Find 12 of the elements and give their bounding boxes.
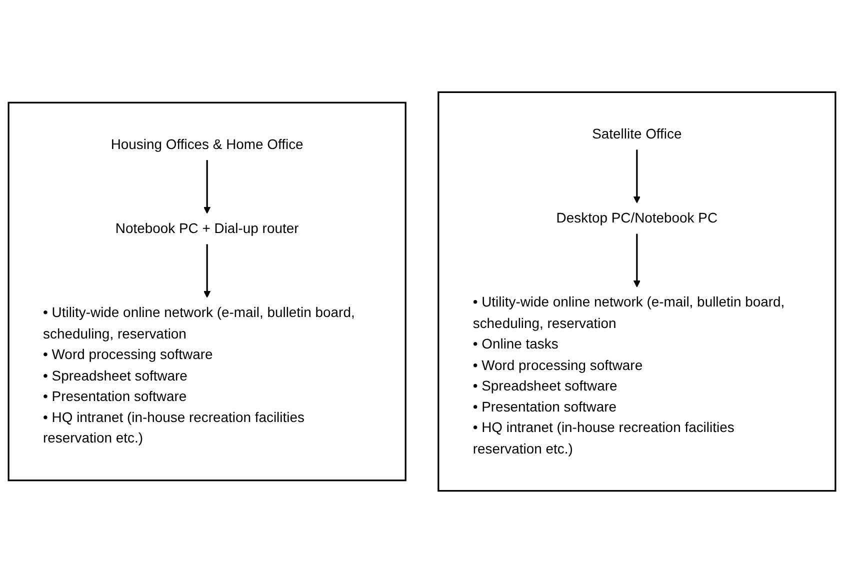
arrow (633, 234, 641, 288)
cluster (8, 102, 406, 482)
node-text: Desktop PC/Notebook PC (556, 210, 718, 226)
arrow (203, 160, 211, 214)
node-text: • Utility-wide online network (e-mail, bulletin board, scheduling, reservation • Online tasks • Word processing software • Spreadsheet software • Presentation software • HQ intranet (in-house recreation facilities reservation etc.) (472, 294, 785, 456)
arrow (633, 150, 641, 204)
cluster (438, 91, 836, 492)
arrow (203, 244, 211, 298)
node-text: • Utility-wide online network (e-mail, bulletin board, scheduling, reservation • Word processing software • Spreadsheet software • Presentation software • HQ intranet (in-house recreation facilities reservation etc.) (43, 304, 355, 446)
node-text: Housing Offices & Home Office (110, 136, 304, 152)
node-text: Notebook PC + Dial-up router (115, 220, 299, 236)
node-text: Satellite Office (592, 126, 682, 142)
